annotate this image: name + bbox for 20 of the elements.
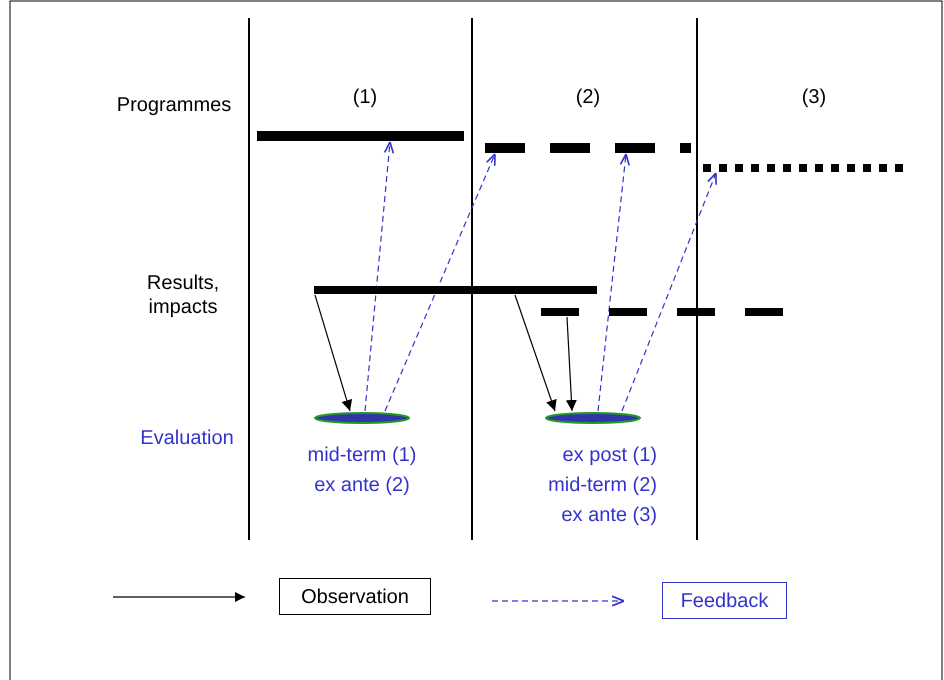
legend-label: Feedback (662, 582, 787, 619)
evaluation-type-label: mid-term (1) (308, 444, 416, 466)
arrow (514, 294, 557, 412)
period-number: (3) (802, 85, 826, 109)
evaluation-type-label: ex ante (2) (314, 474, 410, 496)
period-number: (2) (576, 85, 600, 109)
arrow (597, 153, 630, 412)
row-label: Evaluation (140, 426, 234, 450)
arrow (314, 294, 352, 412)
arrow (621, 172, 717, 412)
period-number: (1) (352, 85, 378, 109)
row-label: Programmes (116, 93, 232, 117)
arrow (364, 141, 394, 412)
evaluation-type-label: mid-term (2) (548, 474, 657, 496)
arrow (384, 153, 496, 412)
evaluation-type-label: ex post (1) (562, 444, 657, 466)
legend-label: Observation (279, 578, 431, 615)
arrow (566, 316, 577, 412)
row-label: Results, impacts (146, 271, 220, 319)
evaluation-type-label: ex ante (3) (561, 504, 657, 526)
